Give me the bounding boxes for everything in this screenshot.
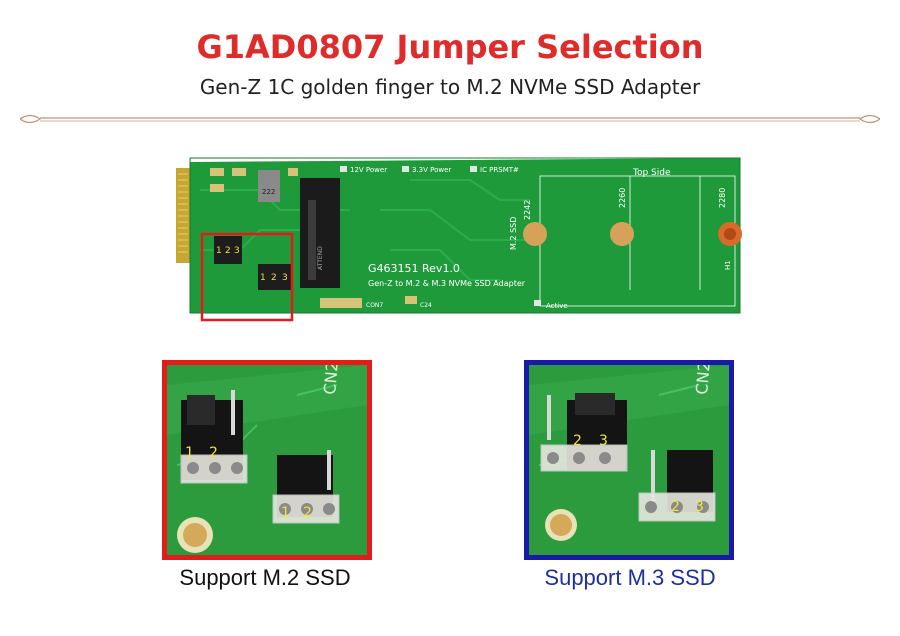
left-pin-2b: 2 [303, 505, 312, 521]
led-12v-label: 12V Power [350, 166, 387, 174]
size-2242: 2242 [523, 200, 532, 220]
photo-m2-jumper: CN2 1 2 1 2 [162, 360, 372, 560]
left-pin-2: 2 [209, 445, 218, 461]
jumper-highlight-box [200, 232, 294, 322]
left-pin-1: 1 [185, 445, 194, 461]
right-pin-3: 3 [599, 433, 608, 449]
board-inductor-label: 222 [262, 188, 275, 196]
caption-support-m2: Support M.2 SSD [179, 565, 351, 590]
adapter-board: 222 12V Power 3.3V Power IC PRSMT# ATTEN… [176, 157, 742, 322]
m2-jumper-closeup: CN2 1 2 1 2 [167, 360, 367, 555]
photo-m3-jumper: CN2 2 3 2 3 [524, 360, 734, 560]
board-jumper2-pin2: 2 [271, 273, 277, 283]
size-2280: 2280 [718, 188, 727, 208]
size-2260: 2260 [618, 188, 627, 208]
board-jumper1-pin1: 1 [216, 246, 222, 256]
led-3v3-label: 3.3V Power [412, 166, 451, 174]
board-description: Gen-Z to M.2 & M.3 NVMe SSD Adapter [368, 279, 526, 288]
decorative-divider [20, 114, 880, 124]
con7-label: CON7 [366, 302, 383, 309]
page-title: G1AD0807 Jumper Selection [196, 28, 704, 66]
led-prsmt-label: IC PRSMT# [480, 166, 519, 174]
led-active-label: Active [546, 302, 568, 310]
left-cn2-mark: CN2 [320, 365, 342, 395]
board-model: G463151 Rev1.0 [368, 262, 460, 275]
board-jumper1-pin3: 3 [234, 246, 240, 256]
right-pin-2b: 2 [671, 499, 680, 515]
caption-support-m3: Support M.3 SSD [544, 565, 716, 590]
right-pin-2: 2 [573, 433, 582, 449]
svg-text:ATTEND: ATTEND [317, 246, 324, 270]
c24-label: C24 [420, 302, 432, 309]
board-jumper1-pin2: 2 [225, 246, 231, 256]
h1-label: H1 [724, 260, 732, 270]
board-jumper2-pin3: 3 [282, 273, 288, 283]
right-cn2-mark: CN2 [692, 365, 714, 395]
m2-ssd-label: M.2 SSD [509, 217, 518, 250]
board-jumper2-pin1: 1 [260, 273, 266, 283]
m3-jumper-closeup: CN2 2 3 2 3 [529, 360, 729, 555]
page-subtitle: Gen-Z 1C golden finger to M.2 NVMe SSD A… [199, 75, 701, 99]
left-pin-1b: 1 [281, 505, 290, 521]
right-pin-3b: 3 [695, 499, 704, 515]
top-side-label: Top Side [632, 168, 671, 178]
